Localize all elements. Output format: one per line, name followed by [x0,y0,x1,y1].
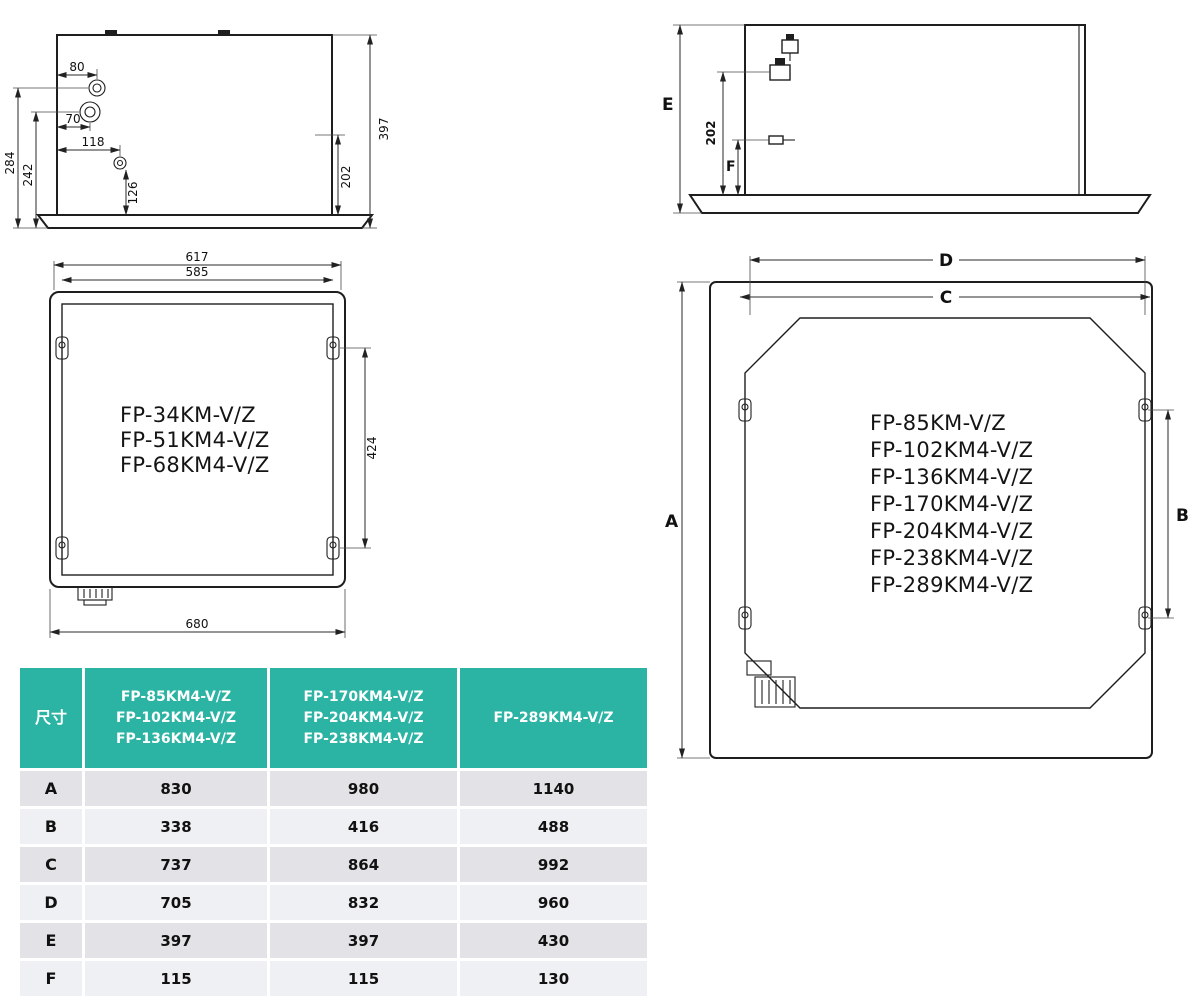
table-value: 416 [270,809,457,844]
table-value: 115 [85,961,267,996]
dim-202-right: 202 [704,120,718,145]
model-name: FP-85KM4-V/Z [120,688,232,705]
dim-284: 284 [5,152,17,175]
table-value: 1140 [460,771,647,806]
table-value: 488 [460,809,647,844]
table-value: 992 [460,847,647,882]
pipe-fitting-icon [781,34,799,61]
table-value: 115 [270,961,457,996]
dim-label-B: B [1176,506,1189,526]
table-value: 832 [270,885,457,920]
table-row-label: B [20,809,82,844]
terminal-block-icon [77,586,113,606]
model-name: FP-170KM4-V/Z [303,688,424,705]
dim-label-C: C [940,288,952,308]
dim-label-A: A [665,512,679,532]
model-name: FP-34KM-V/Z [120,403,256,427]
model-name: FP-238KM4-V/Z [303,730,424,747]
dim-70: 70 [65,112,80,126]
model-name: FP-136KM4-V/Z [115,730,237,747]
table-header-size-label: 尺寸 [20,668,82,768]
model-name: FP-102KM4-V/Z [115,709,237,726]
table-value: 397 [85,923,267,958]
drain-fitting-icon [768,135,795,145]
bottom-view-small-unit: FP-34KM-V/Z FP-51KM4-V/Z FP-68KM4-V/Z 61… [49,250,379,638]
model-list: FP-85KM-V/Z FP-102KM4-V/Z FP-136KM4-V/Z … [870,411,1033,597]
dim-80: 80 [69,60,84,74]
table-value: 830 [85,771,267,806]
panel-outline [49,291,346,606]
dim-label-E: E [662,95,674,115]
model-name: FP-170KM4-V/Z [870,492,1033,516]
table-value: 338 [85,809,267,844]
model-name: FP-68KM4-V/Z [120,453,270,477]
table-value: 705 [85,885,267,920]
table-row-label: C [20,847,82,882]
dim-617: 617 [186,250,209,264]
table-value: 960 [460,885,647,920]
table-header-col3: FP-289KM4-V/Z [460,668,647,768]
model-name: FP-85KM-V/Z [870,411,1006,435]
model-name: FP-102KM4-V/Z [870,438,1033,462]
table-header-col2: FP-170KM4-V/Z FP-204KM4-V/Z FP-238KM4-V/… [270,668,457,768]
model-name: FP-204KM4-V/Z [870,519,1033,543]
model-name: FP-238KM4-V/Z [870,546,1033,570]
dim-label-D: D [939,251,953,271]
dimension-lines: 80 70 118 126 242 284 397 202 [5,34,391,229]
table-value: 130 [460,961,647,996]
model-name: FP-51KM4-V/Z [120,428,270,452]
pipe-fitting-icon [769,58,791,81]
table-row-label: A [20,771,82,806]
dim-242: 242 [21,164,35,187]
dim-118: 118 [82,135,105,149]
model-list: FP-34KM-V/Z FP-51KM4-V/Z FP-68KM4-V/Z [120,403,270,477]
dim-424: 424 [365,437,379,460]
table-row-label: D [20,885,82,920]
table-value: 864 [270,847,457,882]
unit-body-outline [688,24,1152,214]
side-view-large-unit: E 202 F [662,24,1152,214]
dimension-lines: D C A B [665,251,1189,759]
model-name: FP-289KM4-V/Z [493,709,614,726]
dimension-table: 尺寸 FP-85KM4-V/Z FP-102KM4-V/Z FP-136KM4-… [20,668,650,996]
dimension-lines: 617 585 424 680 [49,250,379,638]
dim-397: 397 [377,118,391,141]
model-name: FP-289KM4-V/Z [870,573,1033,597]
dim-680: 680 [186,617,209,631]
panel-outline [709,281,1153,759]
side-view-small-unit: 80 70 118 126 242 284 397 202 [5,30,391,229]
unit-body-outline [35,30,375,229]
model-name: FP-204KM4-V/Z [303,709,424,726]
table-row-label: E [20,923,82,958]
table-value: 737 [85,847,267,882]
dim-585: 585 [186,265,209,279]
dim-202-left: 202 [339,166,353,189]
dim-label-F: F [726,159,736,175]
dim-126: 126 [126,182,140,205]
table-value: 397 [270,923,457,958]
terminal-block-icon [746,660,796,708]
table-header-col1: FP-85KM4-V/Z FP-102KM4-V/Z FP-136KM4-V/Z [85,668,267,768]
table-row-label: F [20,961,82,996]
dimension-lines: E 202 F [662,24,770,214]
model-name: FP-136KM4-V/Z [870,465,1033,489]
bottom-view-large-unit: FP-85KM-V/Z FP-102KM4-V/Z FP-136KM4-V/Z … [665,251,1189,759]
table-value: 980 [270,771,457,806]
table-value: 430 [460,923,647,958]
